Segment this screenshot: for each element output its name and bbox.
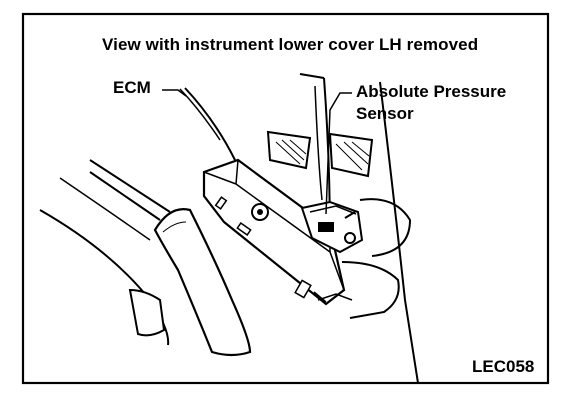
dash-edge-line xyxy=(184,87,236,161)
pillar-inner-line xyxy=(314,85,323,201)
absolute-pressure-sensor-label-line2: Sensor xyxy=(356,104,414,123)
ecm-label: ECM xyxy=(113,78,151,97)
pedal-bracket xyxy=(128,288,166,337)
stalk-line xyxy=(179,88,221,141)
pillar-top-line xyxy=(299,73,325,79)
knee-bolster-edge xyxy=(162,221,187,233)
lower-bracket xyxy=(341,261,400,319)
harness-clip xyxy=(317,293,353,301)
absolute-pressure-sensor xyxy=(300,200,364,254)
figure-caption: View with instrument lower cover LH remo… xyxy=(102,35,479,54)
knee-bolster xyxy=(153,208,252,357)
ecm-leader-line xyxy=(162,89,187,97)
absolute-pressure-sensor-label: Absolute Pressure xyxy=(356,82,507,101)
pillar-right-line xyxy=(379,81,419,384)
ecm-unit xyxy=(202,158,346,306)
reference-code: LEC058 xyxy=(472,357,535,376)
vent-housing-left xyxy=(266,130,312,170)
column-bar-2 xyxy=(89,171,161,221)
vent-housing-right xyxy=(328,132,374,178)
column-shroud xyxy=(359,198,412,257)
column-bar-3 xyxy=(59,177,151,241)
figure-border xyxy=(21,12,550,385)
aps-leader-line xyxy=(325,92,352,215)
column-bar-1 xyxy=(89,159,171,213)
